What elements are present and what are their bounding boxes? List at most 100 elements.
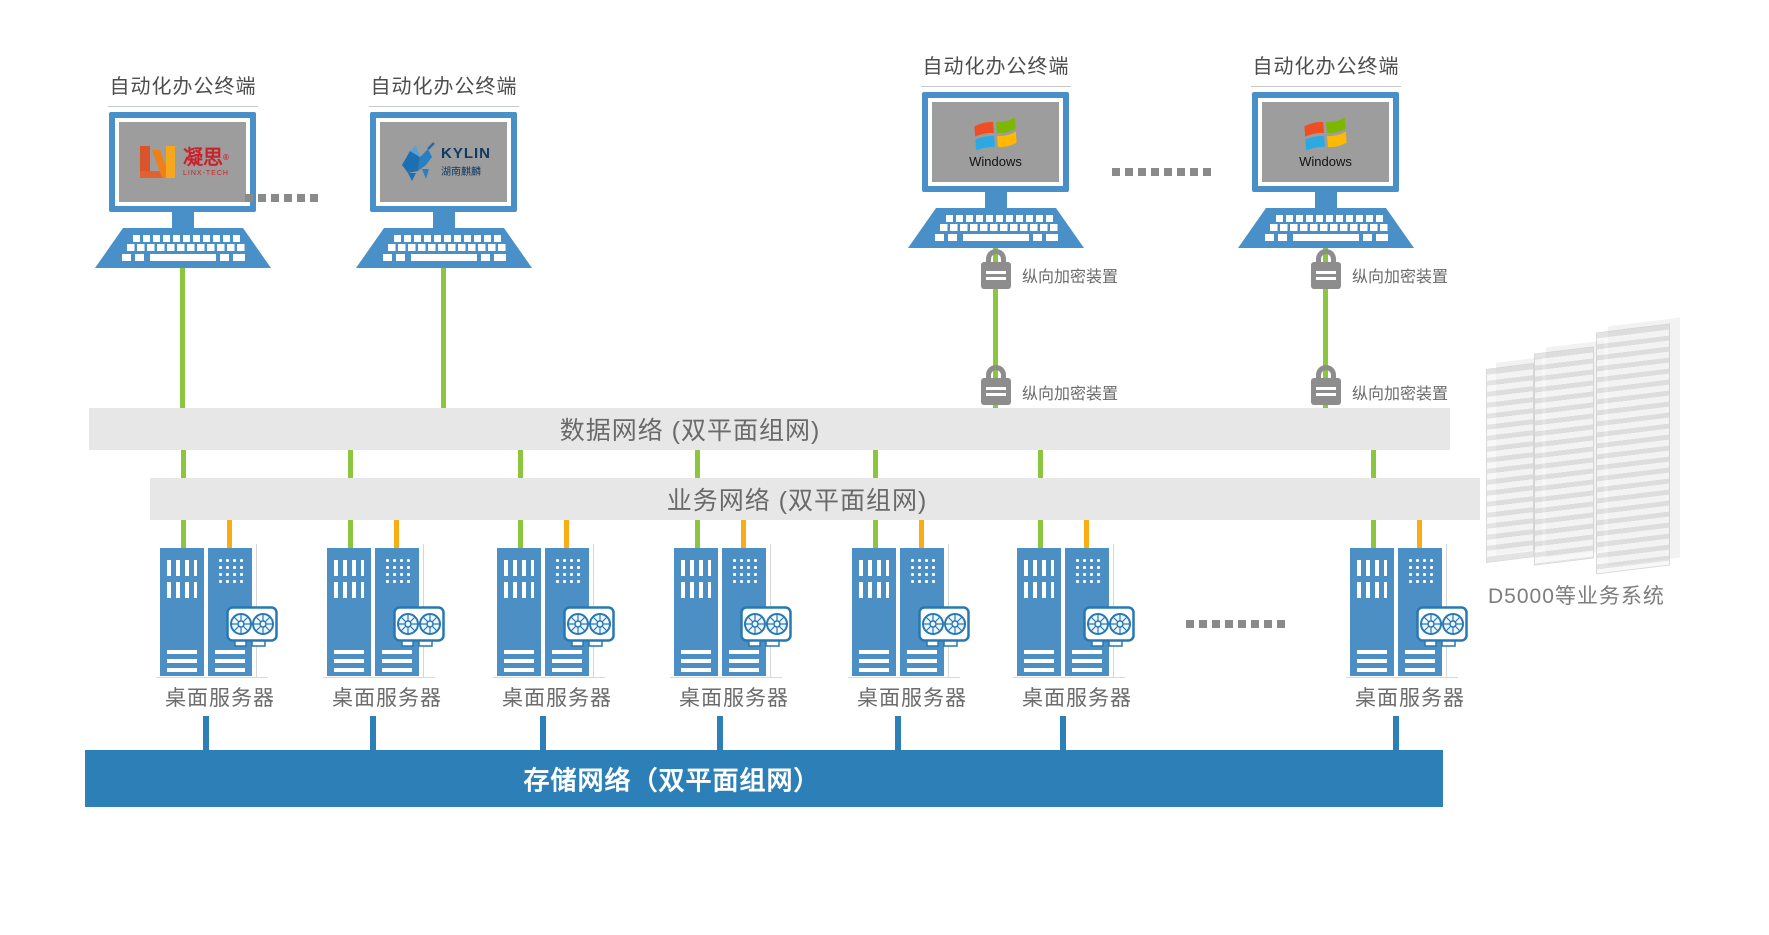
monitor-stand (433, 212, 455, 228)
server-label: 桌面服务器 (1355, 687, 1465, 710)
server-link-orange (741, 520, 746, 548)
windows-logo-text: Windows (969, 153, 1022, 169)
server-group-1: 桌面服务器 (156, 520, 280, 756)
server-label: 桌面服务器 (502, 687, 612, 710)
monitor: Windows (922, 92, 1069, 192)
storage-link (1393, 716, 1399, 754)
server-link-orange (564, 520, 569, 548)
office-terminal-2: 自动化办公终端 KYLIN 湖南麒麟 (356, 70, 532, 280)
windows-logo-text: Windows (1299, 153, 1352, 169)
storage-link (370, 716, 376, 754)
divider-line (848, 677, 960, 678)
kylin-logo-text: KYLIN (441, 145, 491, 162)
data-network-band: 数据网络 (双平面组网) (89, 408, 1450, 450)
screen: Windows (932, 102, 1059, 182)
screen: KYLIN 湖南麒麟 (380, 122, 507, 202)
divider-line (156, 677, 268, 678)
gpu-card-icon (1416, 606, 1468, 648)
business-network-band: 业务网络 (双平面组网) (150, 478, 1480, 520)
windows-logo-icon (973, 117, 1017, 150)
office-terminal-3: 自动化办公终端 Windows (908, 50, 1084, 260)
business-network-label: 业务网络 (双平面组网) (666, 487, 928, 515)
server-link-green (873, 520, 878, 548)
gpu-card-icon (1083, 606, 1135, 648)
terminal-1-link-line (180, 262, 185, 408)
divider-line (493, 677, 605, 678)
d5000-system-label: D5000等业务系统 (1488, 585, 1665, 608)
monitor: Windows (1252, 92, 1399, 192)
gpu-card-icon (563, 606, 615, 648)
keyboard-icon (95, 228, 271, 268)
server-group-7: 桌面服务器 (1346, 520, 1470, 756)
screen: Windows (1262, 102, 1389, 182)
server-link-green (1038, 520, 1043, 548)
server-link-green (1371, 520, 1376, 548)
server-link-orange (227, 520, 232, 548)
monitor: 凝思® LINX-TECH (109, 112, 256, 212)
terminal-label: 自动化办公终端 (370, 76, 518, 98)
office-terminal-4: 自动化办公终端 Windows (1238, 50, 1414, 260)
interband-link (518, 450, 523, 478)
ellipsis-dots (1112, 168, 1216, 176)
keyboard-icon (1238, 208, 1414, 248)
server-tower (674, 548, 718, 676)
server-label: 桌面服务器 (679, 687, 789, 710)
office-terminal-1: 自动化办公终端 凝思® LINX-TECH (95, 70, 271, 280)
gpu-card-icon (226, 606, 278, 648)
lock-icon (981, 365, 1011, 405)
divider-line (108, 106, 258, 107)
keyboard-icon (908, 208, 1084, 248)
ellipsis-dots (1186, 620, 1286, 628)
terminal-label: 自动化办公终端 (109, 76, 257, 98)
lock-icon (1311, 249, 1341, 289)
storage-network-label: 存储网络（双平面组网） (523, 765, 821, 795)
interband-link (1038, 450, 1043, 478)
server-label: 桌面服务器 (1022, 687, 1132, 710)
storage-link (540, 716, 546, 754)
server-link-green (695, 520, 700, 548)
divider-line (1346, 677, 1458, 678)
server-tower (1350, 548, 1394, 676)
server-tower (327, 548, 371, 676)
server-label: 桌面服务器 (165, 687, 275, 710)
server-group-2: 桌面服务器 (323, 520, 447, 756)
interband-link (1371, 450, 1376, 478)
rack-illustration (1486, 363, 1534, 563)
divider-line (369, 106, 519, 107)
server-link-orange (1084, 520, 1089, 548)
server-link-green (181, 520, 186, 548)
server-link-green (518, 520, 523, 548)
storage-link (1060, 716, 1066, 754)
encryption-device-label: 纵向加密装置 (1022, 269, 1119, 286)
server-link-green (348, 520, 353, 548)
windows-logo-icon (1303, 117, 1347, 150)
monitor-stand (172, 212, 194, 228)
server-tower (160, 548, 204, 676)
server-group-5: 桌面服务器 (848, 520, 972, 756)
divider-line (670, 677, 782, 678)
divider-line (1251, 86, 1401, 87)
storage-network-band: 存储网络（双平面组网） (85, 750, 1443, 807)
divider-line (921, 86, 1071, 87)
server-label: 桌面服务器 (332, 687, 442, 710)
keyboard-icon (356, 228, 532, 268)
lock-icon (1311, 365, 1341, 405)
server-tower (1017, 548, 1061, 676)
kylin-logo-icon (400, 141, 436, 183)
gpu-card-icon (918, 606, 970, 648)
server-tower (497, 548, 541, 676)
monitor: KYLIN 湖南麒麟 (370, 112, 517, 212)
terminal-label: 自动化办公终端 (1252, 56, 1400, 78)
encryption-device-label: 纵向加密装置 (1352, 269, 1449, 286)
server-tower (900, 548, 944, 676)
interband-link (873, 450, 878, 478)
server-tower (852, 548, 896, 676)
terminal-4-link-line (1323, 244, 1328, 408)
data-network-label: 数据网络 (双平面组网) (559, 417, 821, 445)
rack-illustration (1534, 346, 1594, 566)
screen: 凝思® LINX-TECH (119, 122, 246, 202)
storage-link (717, 716, 723, 754)
encryption-device-label: 纵向加密装置 (1352, 386, 1449, 403)
gpu-card-icon (393, 606, 445, 648)
